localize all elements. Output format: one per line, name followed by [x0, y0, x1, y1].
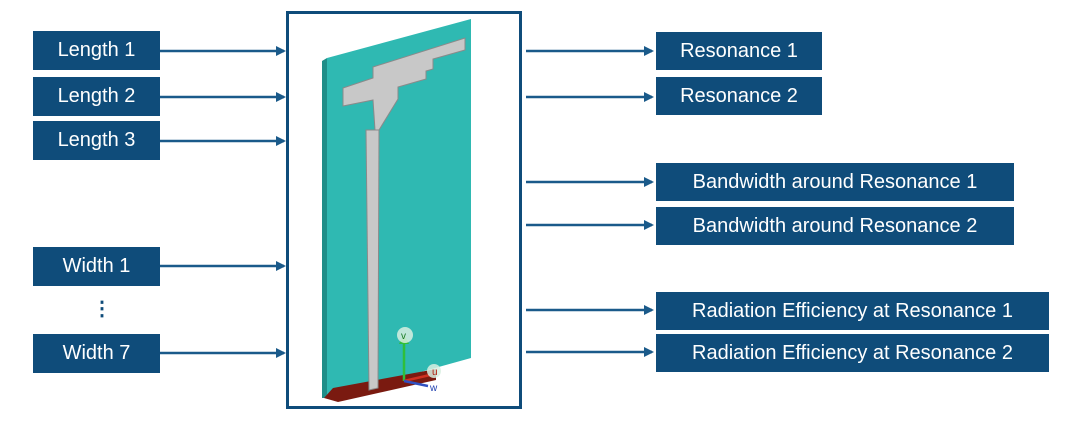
axis-v-label: v — [401, 331, 406, 342]
substrate-front — [327, 19, 471, 398]
axis-v-bubble — [397, 327, 413, 343]
ground-plane — [324, 369, 436, 402]
axis-u-line — [403, 373, 431, 383]
output-resonance-2: Resonance 2 — [656, 77, 822, 115]
input-width-7: Width 7 — [33, 334, 160, 373]
input-width-1: Width 1 — [33, 247, 160, 286]
axis-u-label: u — [432, 367, 438, 378]
output-efficiency-2: Radiation Efficiency at Resonance 2 — [656, 334, 1049, 372]
axis-u-bubble — [427, 364, 441, 378]
antenna-patch — [342, 37, 466, 131]
output-efficiency-1: Radiation Efficiency at Resonance 1 — [656, 292, 1049, 330]
ellipsis-vertical: ⋮ — [92, 298, 112, 320]
substrate-side — [322, 58, 327, 398]
input-length-2: Length 2 — [33, 77, 160, 116]
axis-w-label: w — [429, 383, 438, 394]
input-length-3: Length 3 — [33, 121, 160, 160]
input-length-1: Length 1 — [33, 31, 160, 70]
feed-line — [365, 129, 380, 391]
output-bandwidth-1: Bandwidth around Resonance 1 — [656, 163, 1014, 201]
output-resonance-1: Resonance 1 — [656, 32, 822, 70]
output-bandwidth-2: Bandwidth around Resonance 2 — [656, 207, 1014, 245]
axis-w-line — [403, 379, 429, 388]
